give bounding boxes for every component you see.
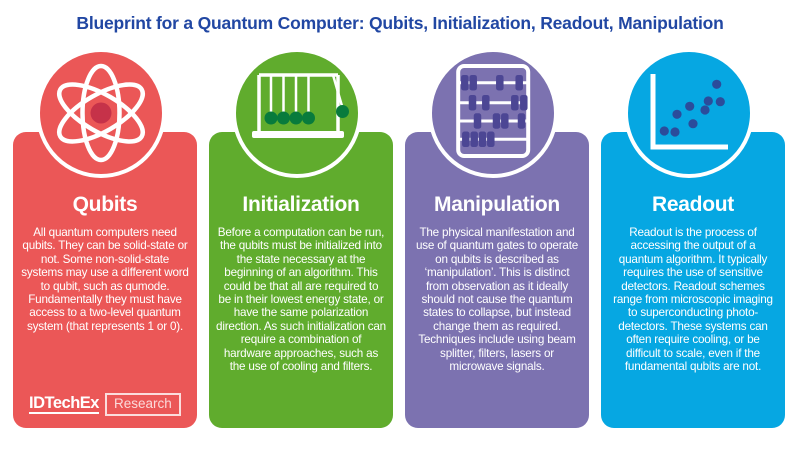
card-title: Readout [652,193,734,216]
atom-icon [57,63,145,163]
card-icon-circle [624,48,754,178]
brand-name: IDTechEx [29,395,99,415]
page-title: Blueprint for a Quantum Computer: Qubits… [76,13,724,33]
brand-sub-label: Research [104,393,181,416]
card-title: Qubits [72,193,138,216]
card-description: All quantum computers need qubits. They … [21,226,189,333]
card-initialization: Initialization Before a computation can … [209,48,393,428]
newtons-cradle-icon [252,73,349,138]
card-description: The physical manifestation and use of qu… [415,226,579,374]
card-description: Readout is the process of accessing the … [613,226,773,374]
cards-row: Qubits All quantum computers need qubits… [13,48,785,428]
card-qubits: Qubits All quantum computers need qubits… [13,48,197,428]
card-icon-circle [36,48,166,178]
card-readout: Readout Readout is the process of access… [601,48,785,428]
scatter-plot-icon [650,74,728,150]
card-icon-circle [428,48,558,178]
card-title: Manipulation [434,193,560,216]
card-manipulation: Manipulation The physical manifestation … [405,48,589,428]
card-title: Initialization [242,193,360,216]
card-icon-circle [232,48,362,178]
card-description: Before a computation can be run, the qub… [216,226,386,374]
brand-logo: IDTechEx Research [29,393,181,416]
abacus-icon [456,64,531,158]
